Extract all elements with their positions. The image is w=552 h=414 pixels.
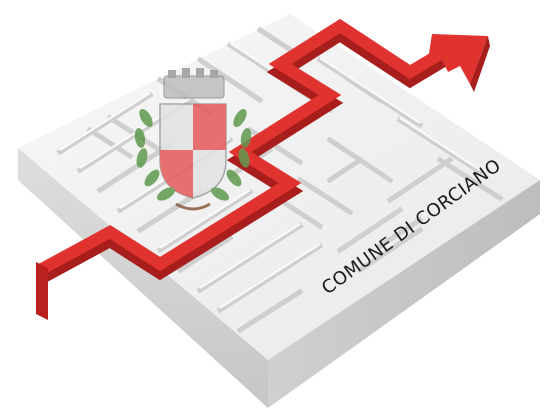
maze-left-side (18, 148, 268, 408)
maze-right-side (268, 180, 540, 408)
arrow-head (428, 34, 488, 84)
laurel-wreath (134, 108, 252, 201)
path-extrusion (36, 25, 454, 285)
crown (163, 75, 225, 99)
path-surface (37, 18, 454, 276)
path-tail (36, 262, 48, 320)
arrow-head-side (470, 36, 490, 92)
red-arrow-icon (36, 18, 490, 320)
coat-of-arms-icon (134, 68, 252, 211)
